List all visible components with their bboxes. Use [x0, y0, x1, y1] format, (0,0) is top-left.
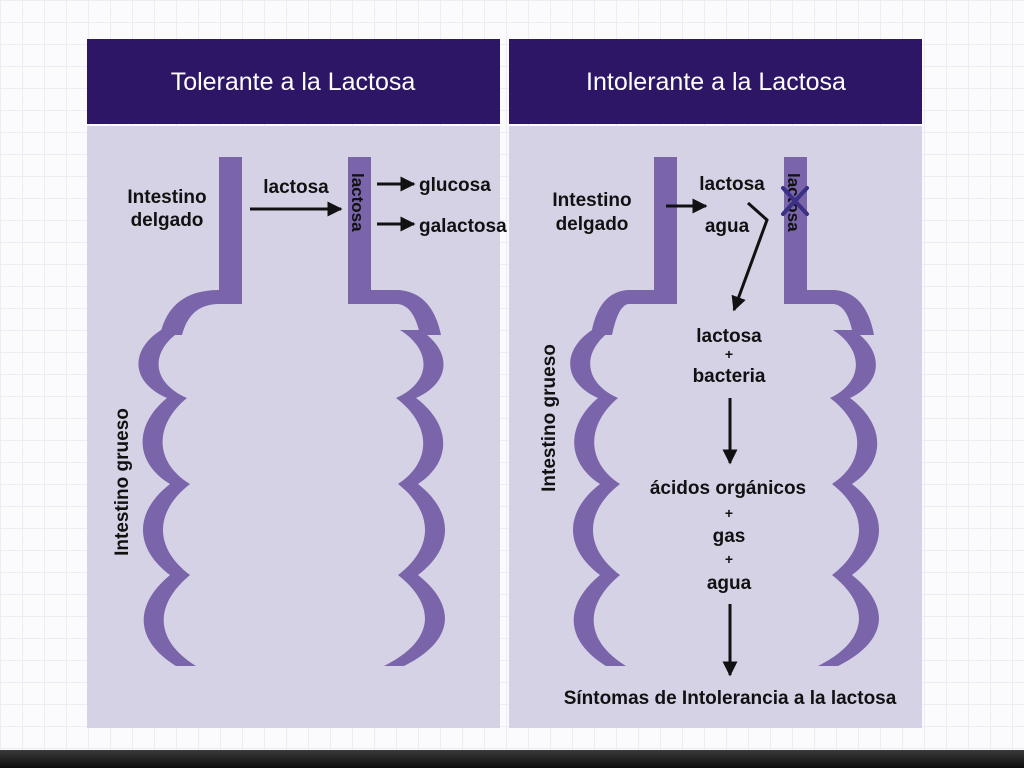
- haustra-right-4: [384, 575, 445, 666]
- intolerant-title: Intolerante a la Lactosa: [586, 68, 846, 96]
- large-intestine-right-shoulder: [348, 290, 441, 335]
- large-intestine-left-shoulder: [591, 290, 677, 335]
- to-colon-arrow: [731, 201, 769, 312]
- large-intestine-right-shoulder: [784, 290, 874, 335]
- haustra-left-3: [573, 484, 620, 575]
- small-intestine-label-line1: Intestino: [552, 190, 631, 211]
- haustra-left-3: [143, 484, 190, 575]
- step2-plus-1: +: [725, 505, 733, 521]
- intolerant-panel: Intolerante a la Lactosa Intestino delga…: [509, 39, 922, 728]
- haustra-right-1: [830, 330, 876, 398]
- tolerant-intestine: [138, 157, 445, 666]
- intolerant-intestine: [570, 157, 879, 666]
- haustra-left-2: [574, 398, 620, 484]
- galactose-label: galactosa: [419, 216, 507, 237]
- step2-gas: gas: [713, 526, 746, 547]
- wall-lactose-label: lactosa: [348, 173, 367, 232]
- haustra-right-4: [818, 575, 879, 666]
- blocked-cross-icon: [781, 186, 809, 216]
- step1-lactose: lactosa: [696, 326, 762, 347]
- haustra-left-4: [143, 575, 196, 666]
- step2-organic-acids: ácidos orgánicos: [650, 478, 806, 499]
- haustra-left-1: [570, 330, 618, 398]
- large-intestine-label: Intestino grueso: [539, 344, 560, 492]
- tolerant-header: [87, 39, 500, 124]
- haustra-left-1: [138, 330, 187, 398]
- slide-bottom-bar: [0, 750, 1024, 768]
- intolerant-header: [509, 39, 922, 124]
- large-intestine-left-shoulder: [160, 290, 242, 335]
- water-input-label: agua: [705, 216, 750, 237]
- haustra-right-2: [830, 398, 878, 484]
- lactose-input-label: lactosa: [699, 174, 765, 195]
- glucose-label: glucosa: [419, 175, 491, 196]
- step2-plus-2: +: [725, 551, 733, 567]
- tolerant-panel: Tolerante a la Lactosa Intestino delgado…: [87, 39, 507, 728]
- step1-plus: +: [725, 346, 733, 362]
- lactose-input-label: lactosa: [263, 177, 329, 198]
- small-intestine-label-line2: delgado: [131, 210, 204, 231]
- small-intestine-label-line1: Intestino: [127, 187, 206, 208]
- haustra-right-2: [396, 398, 444, 484]
- haustra-left-2: [142, 398, 190, 484]
- small-intestine-left-wall: [219, 157, 242, 304]
- haustra-right-1: [396, 330, 444, 398]
- symptoms-label: Síntomas de Intolerancia a la lactosa: [564, 688, 897, 709]
- large-intestine-label: Intestino grueso: [112, 408, 133, 556]
- step2-water: agua: [707, 573, 752, 594]
- step1-bacteria: bacteria: [693, 366, 766, 387]
- small-intestine-left-wall: [654, 157, 677, 304]
- small-intestine-label-line2: delgado: [556, 214, 629, 235]
- tolerant-title: Tolerante a la Lactosa: [171, 68, 416, 96]
- haustra-left-4: [573, 575, 626, 666]
- haustra-right-3: [832, 484, 879, 575]
- haustra-right-3: [398, 484, 445, 575]
- small-intestine-right-wall: [348, 157, 371, 304]
